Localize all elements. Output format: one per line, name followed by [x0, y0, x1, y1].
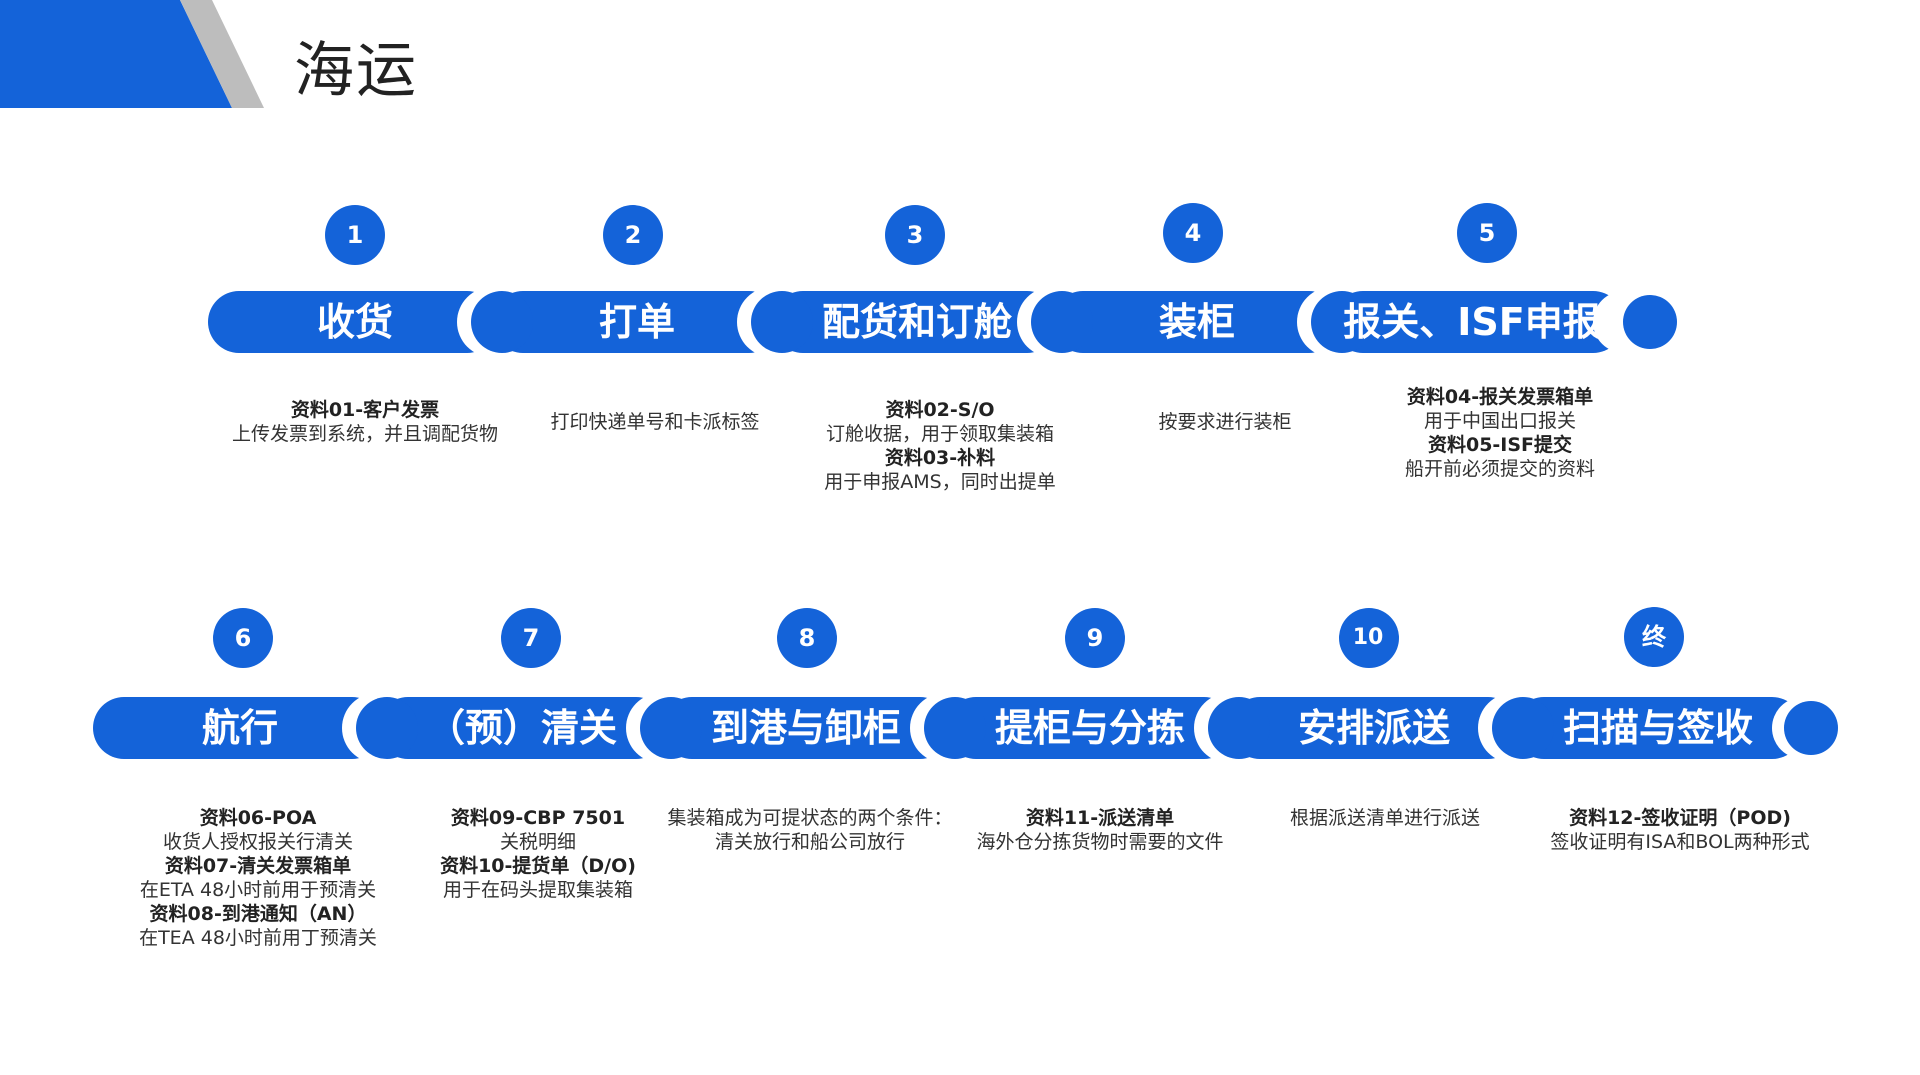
step-label: 安排派送 — [1297, 706, 1450, 750]
flow-bar-shapes — [208, 291, 1677, 353]
document-title: 资料08-到港通知（AN） — [149, 903, 367, 925]
flow-end-dot — [1784, 701, 1838, 755]
document-note: 签收证明有ISA和BOL两种形式 — [1550, 831, 1810, 853]
step-number-badge: 3 — [885, 205, 945, 265]
step-label: 提柜与分拣 — [994, 706, 1185, 750]
step-label: 到港与卸柜 — [710, 706, 901, 750]
step-description: 集装箱成为可提状态的两个条件：清关放行和船公司放行 — [655, 806, 965, 854]
step-description: 按要求进行装柜 — [1075, 410, 1375, 434]
document-title: 资料10-提货单（D/O) — [440, 855, 636, 877]
step-description: 资料04-报关发票箱单用于中国出口报关资料05-ISF提交船开前必须提交的资料 — [1350, 385, 1650, 481]
step-number-badge: 2 — [603, 205, 663, 265]
header-blue-shape — [0, 0, 232, 108]
document-note: 在ETA 48小时前用于预清关 — [139, 879, 377, 901]
step-number-badge: 6 — [213, 608, 273, 668]
step-label: 扫描与签收 — [1562, 706, 1753, 750]
step-number-badge: 7 — [501, 608, 561, 668]
document-note: 订舱收据，用于领取集装箱 — [825, 423, 1054, 445]
flow-bar-row-2: 航行 （预）清关 到港与卸柜 提柜与分拣 安排派送 扫描与签收 — [85, 697, 1845, 759]
pill-2-shape — [492, 291, 780, 353]
pill-10-shape — [1229, 697, 1519, 759]
pill-6-shape — [93, 697, 383, 759]
document-title: 资料03-补料 — [884, 447, 996, 469]
pill-3-shape — [772, 291, 1058, 353]
pill-8-shape — [661, 697, 951, 759]
header-decoration — [0, 0, 264, 108]
step-description: 打印快递单号和卡派标签 — [505, 410, 805, 434]
document-title: 资料04-报关发票箱单 — [1406, 386, 1594, 408]
document-title: 资料06-POA — [199, 807, 317, 829]
document-note: 船开前必须提交的资料 — [1404, 458, 1595, 480]
document-title: 资料07-清关发票箱单 — [164, 855, 352, 877]
step-label: 报关、ISF申报 — [1343, 300, 1601, 344]
pill-1-shape — [208, 291, 498, 353]
document-note: 海外仓分拣货物时需要的文件 — [976, 831, 1224, 853]
document-note: 按要求进行装柜 — [1158, 411, 1292, 433]
flow-bar-shapes — [93, 697, 1838, 759]
document-note: 用于申报AMS，同时出提单 — [824, 471, 1056, 493]
step-label: 装柜 — [1158, 300, 1235, 344]
document-title: 资料12-签收证明（POD) — [1569, 807, 1791, 829]
step-label: （预）清关 — [426, 706, 617, 750]
page-title: 海运 — [294, 36, 418, 106]
document-title: 资料11-派送清单 — [1025, 807, 1175, 829]
step-label: 航行 — [201, 706, 278, 750]
step-number-badge: 1 — [325, 205, 385, 265]
pill-11-shape — [1513, 697, 1803, 759]
document-note: 根据派送清单进行派送 — [1289, 807, 1480, 829]
flow-bar-row-1: 收货 打单 配货和订舱 装柜 报关、ISF申报 — [200, 291, 1680, 353]
document-note: 上传发票到系统，并且调配货物 — [231, 423, 498, 445]
document-title: 资料02-S/O — [885, 399, 995, 421]
flow-end-dot — [1623, 295, 1677, 349]
step-number-badge: 4 — [1163, 203, 1223, 263]
document-title: 资料01-客户发票 — [290, 399, 440, 421]
document-note: 在TEA 48小时前用丁预清关 — [139, 927, 377, 949]
step-number-badge: 终 — [1624, 607, 1684, 667]
pill-9-shape — [945, 697, 1235, 759]
step-number-badge: 5 — [1457, 203, 1517, 263]
step-label: 打单 — [598, 300, 675, 344]
pill-5-shape — [1332, 291, 1624, 353]
document-title: 资料09-CBP 7501 — [450, 807, 626, 829]
document-title: 资料05-ISF提交 — [1427, 434, 1573, 456]
pill-4-shape — [1052, 291, 1340, 353]
step-description: 资料11-派送清单海外仓分拣货物时需要的文件 — [950, 806, 1250, 854]
document-note: 清关放行和船公司放行 — [714, 831, 905, 853]
header-gray-stripe — [180, 0, 264, 108]
document-note: 用于中国出口报关 — [1423, 410, 1576, 432]
pill-7-shape — [377, 697, 667, 759]
document-note: 集装箱成为可提状态的两个条件： — [667, 807, 953, 829]
step-number-badge: 10 — [1339, 608, 1399, 668]
step-label: 收货 — [316, 300, 393, 344]
step-number-badge: 8 — [777, 608, 837, 668]
step-label: 配货和订舱 — [821, 300, 1012, 344]
document-note: 用于在码头提取集装箱 — [442, 879, 633, 901]
document-note: 关税明细 — [499, 831, 576, 853]
step-description: 资料12-签收证明（POD)签收证明有ISA和BOL两种形式 — [1525, 806, 1835, 854]
step-number-badge: 9 — [1065, 608, 1125, 668]
document-note: 打印快递单号和卡派标签 — [550, 411, 760, 433]
step-description: 根据派送清单进行派送 — [1235, 806, 1535, 830]
document-note: 收货人授权报关行清关 — [162, 831, 353, 853]
step-description: 资料01-客户发票上传发票到系统，并且调配货物 — [215, 398, 515, 446]
